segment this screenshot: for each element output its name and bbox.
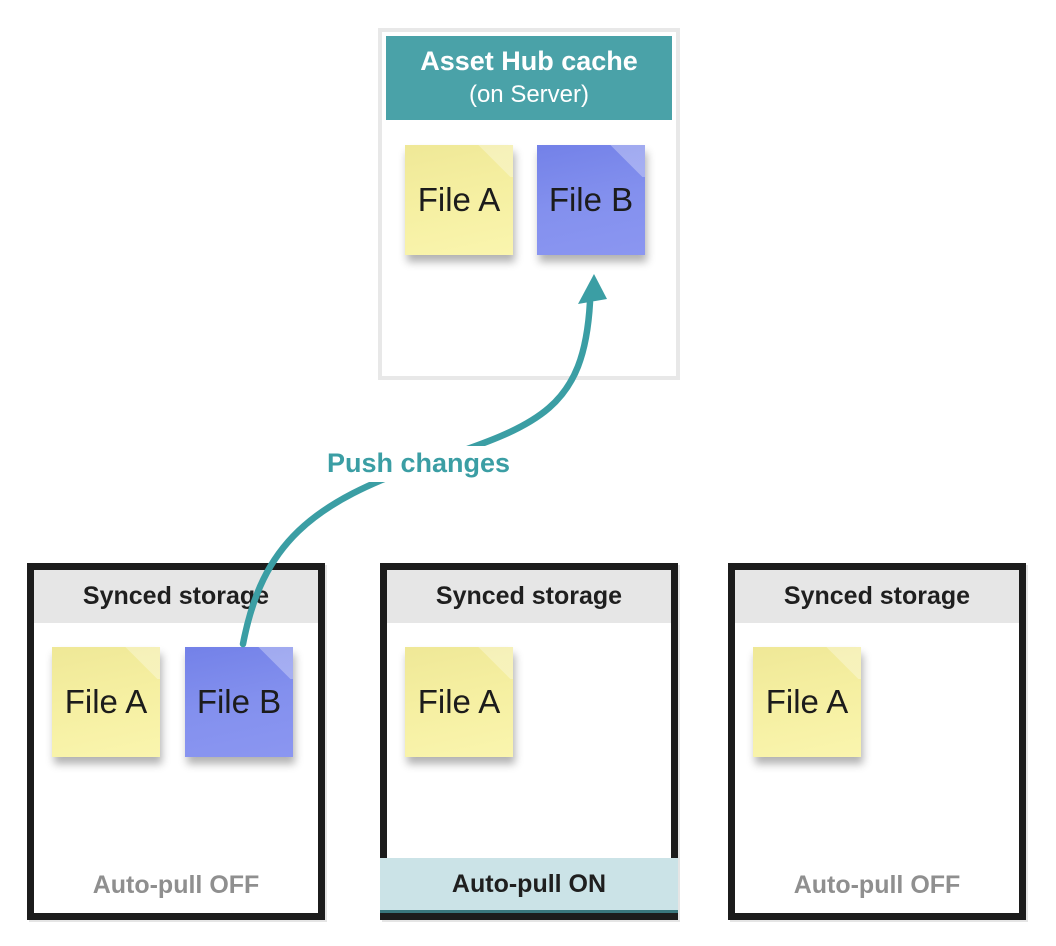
asset-hub-subtitle: (on Server) [468, 81, 590, 108]
synced-storage-title: Synced storage [34, 570, 318, 623]
asset-hub-header: Asset Hub cache (on Server) [386, 36, 672, 120]
auto-pull-status-badge: Auto-pull ON [380, 858, 678, 913]
storage1-sticky-note-file-a: File A [52, 647, 160, 757]
synced-storage-box-1: Synced storage File A File B Auto-pull O… [27, 563, 325, 920]
hub-sticky-note-file-b: File B [537, 145, 645, 255]
sticky-label: File A [417, 181, 501, 218]
synced-storage-title: Synced storage [735, 570, 1019, 623]
sticky-label: File B [196, 683, 282, 720]
push-changes-label: Push changes [318, 446, 520, 482]
hub-sticky-note-file-a: File A [405, 145, 513, 255]
sticky-label: File A [64, 683, 148, 720]
synced-storage-box-3: Synced storage File A Auto-pull OFF [728, 563, 1026, 920]
sticky-label: File A [765, 683, 849, 720]
storage3-sticky-note-file-a: File A [753, 647, 861, 757]
storage2-sticky-note-file-a: File A [405, 647, 513, 757]
auto-pull-status-badge: Auto-pull OFF [92, 871, 260, 899]
asset-hub-title: Asset Hub cache [420, 46, 638, 76]
sticky-label: File A [417, 683, 501, 720]
auto-pull-status-badge: Auto-pull OFF [793, 871, 961, 899]
synced-storage-box-2: Synced storage File A Auto-pull ON [380, 563, 678, 920]
asset-hub-cache-box: Asset Hub cache (on Server) File A File … [378, 28, 680, 380]
synced-storage-title: Synced storage [387, 570, 671, 623]
storage1-sticky-note-file-b: File B [185, 647, 293, 757]
sticky-label: File B [548, 181, 634, 218]
